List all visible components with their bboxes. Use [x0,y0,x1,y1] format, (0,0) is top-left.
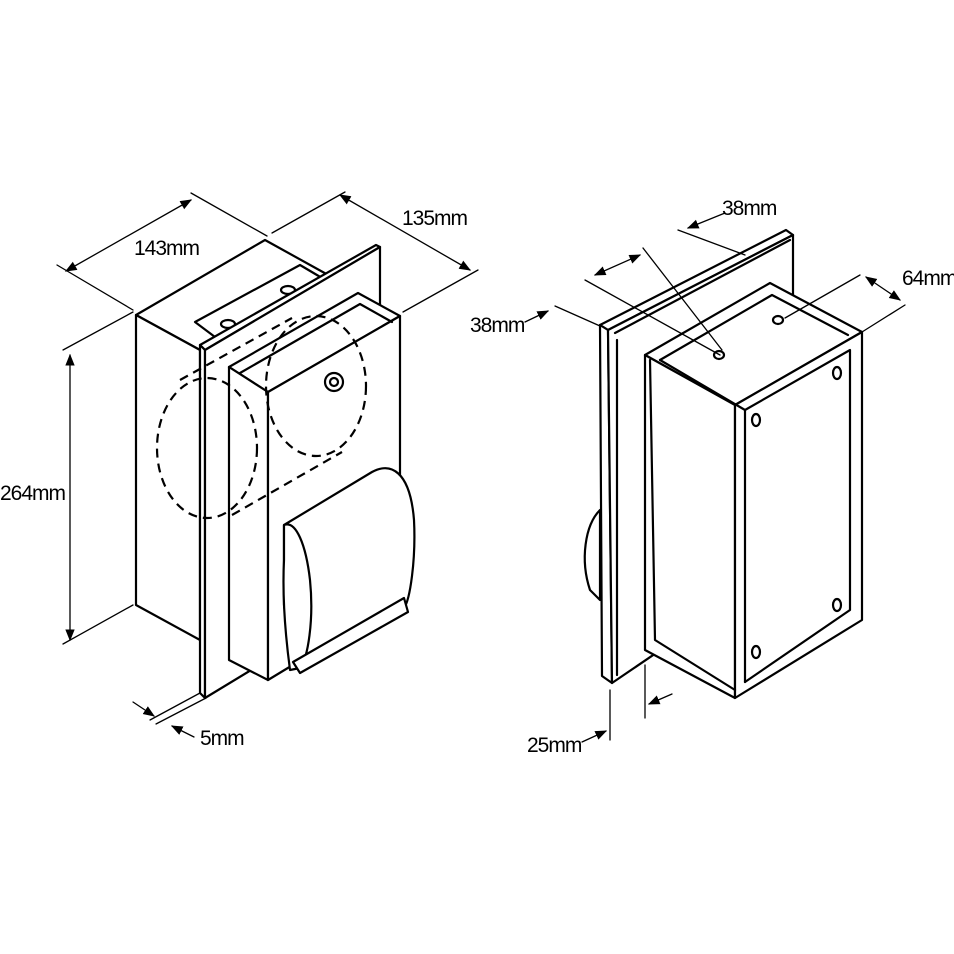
dimension-top-right: 38mm [593,197,778,351]
dimension-label-depth: 135mm [402,207,468,230]
tissue-roll [282,467,416,675]
dimension-left-right: 38mm [470,279,721,356]
dimension-label-left: 38mm [470,314,525,337]
dimension-label-25: 25mm [527,734,582,757]
dimension-depth-left: 135mm [271,191,479,313]
hidden-roll-outlines [155,314,368,520]
dimension-flange-left: 5mm [132,692,245,750]
dimension-label-height: 264mm [0,482,66,505]
rear-box [643,281,864,700]
dimension-label-flange: 5mm [200,727,244,750]
dimension-label-top: 38mm [722,197,777,220]
dimension-depth-right: 64mm [784,267,954,333]
back-box [134,238,332,642]
right-view: 38mm 38mm 64mm 25mm [470,197,954,757]
dimension-label-width: 143mm [134,237,200,260]
dimension-height-left: 264mm [0,311,134,645]
roll-edge [583,508,602,602]
dimension-width-left: 143mm [56,192,268,311]
lock-icon [323,371,345,393]
left-view: 143mm 135mm 264mm 5mm [0,191,479,750]
dimension-flange-right: 25mm [527,664,673,757]
dimension-label-64: 64mm [902,267,954,290]
